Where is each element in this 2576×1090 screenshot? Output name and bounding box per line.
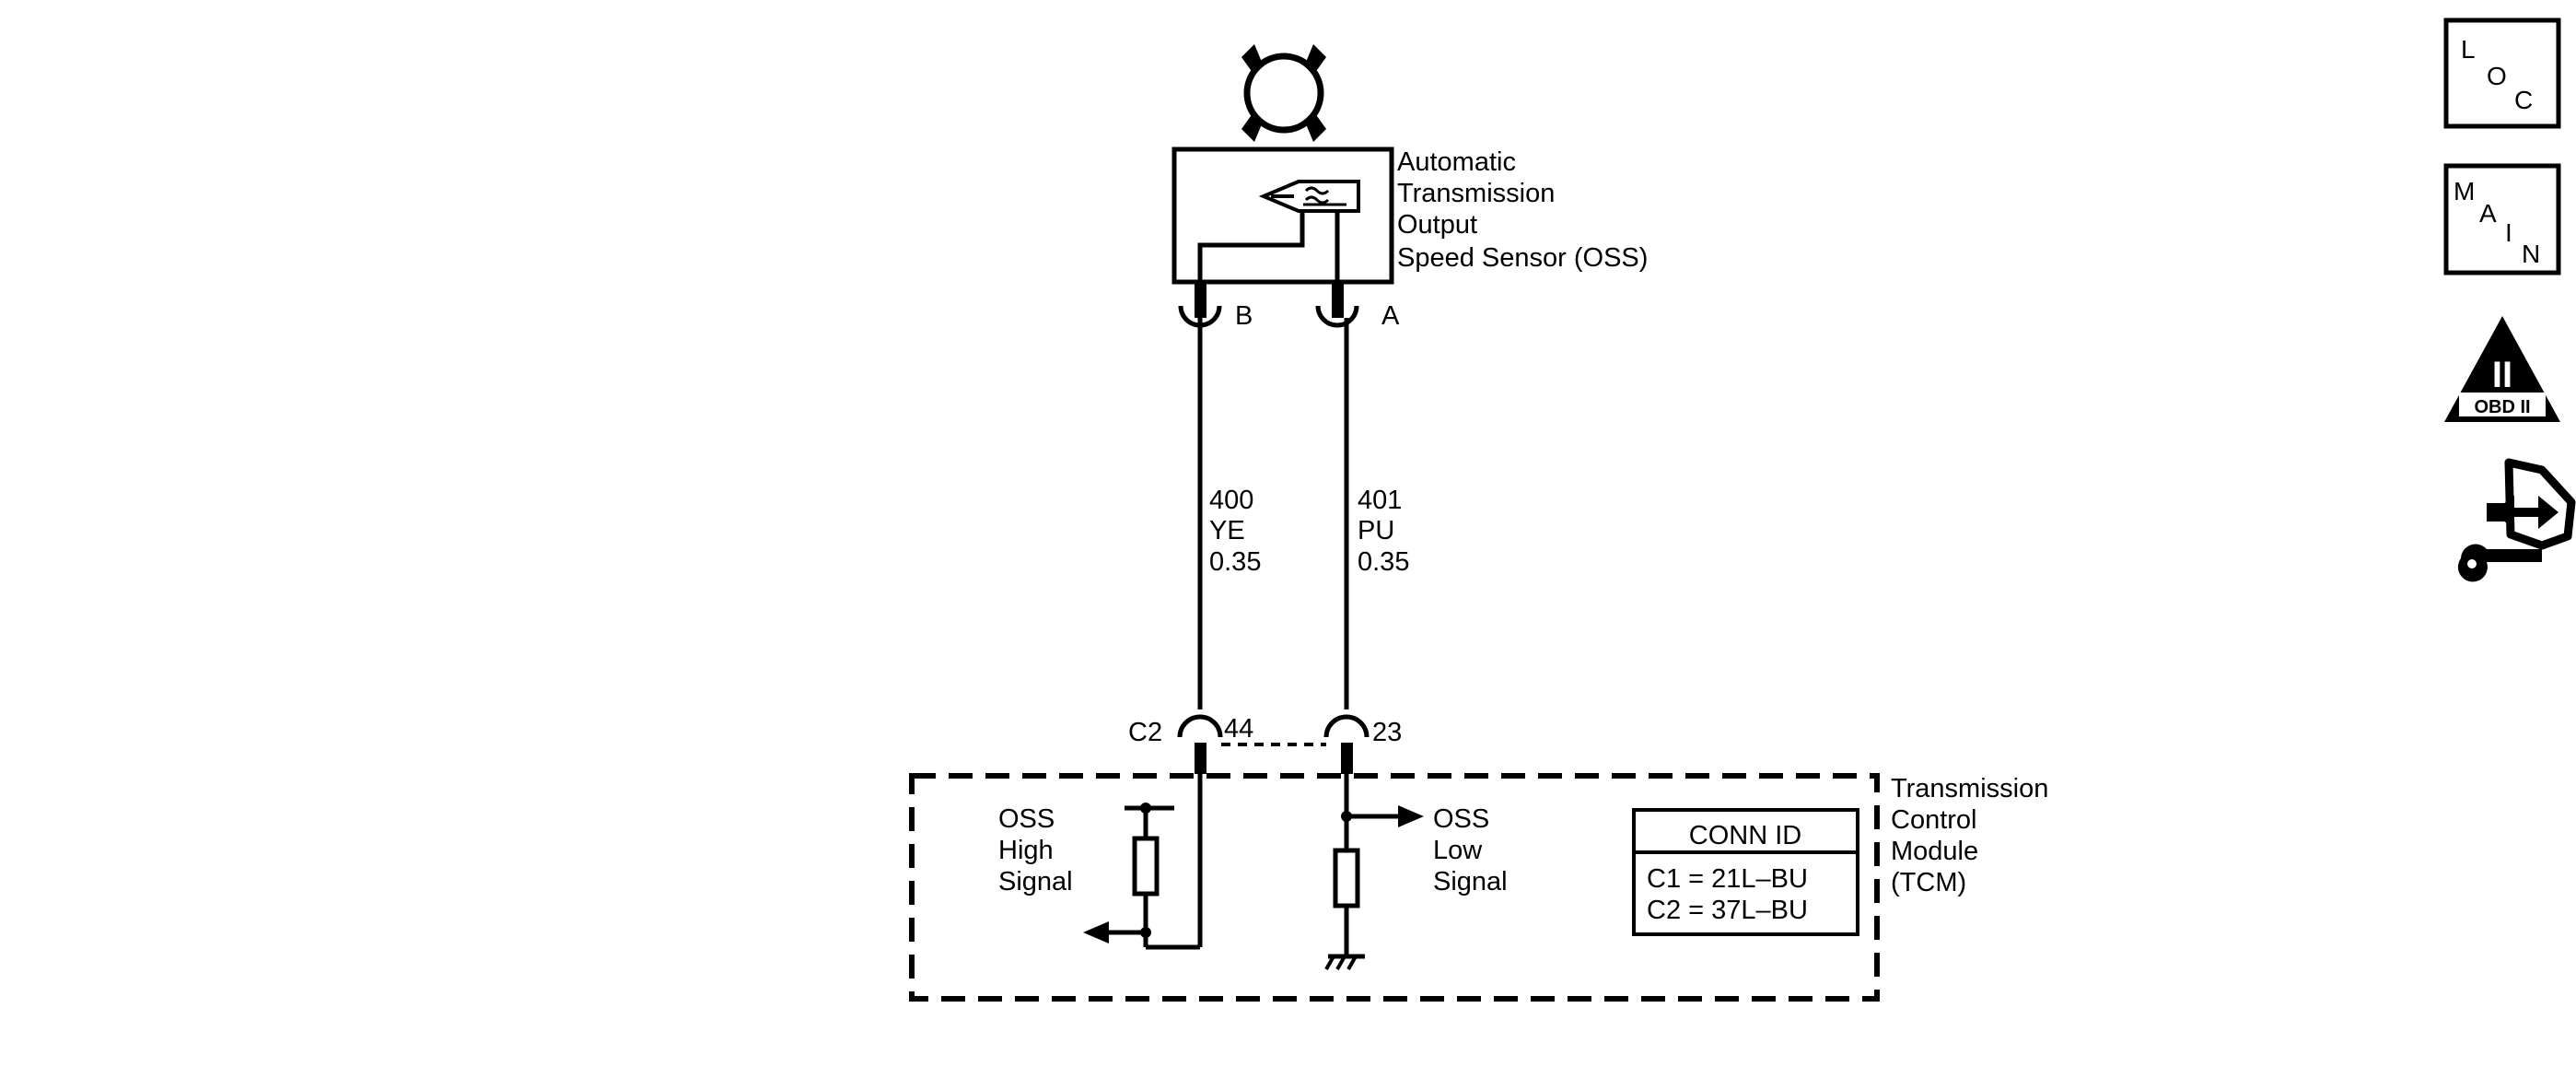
connector-pin-23 xyxy=(1323,714,1370,774)
connector-pin-44-label: 44 xyxy=(1224,714,1253,744)
loc-letter-l: L xyxy=(2461,35,2476,64)
connector-c2-label: C2 xyxy=(1128,718,1162,747)
wire-401-circuit: 401 xyxy=(1358,486,1402,515)
obd-ii-icon: II OBD II xyxy=(2444,316,2560,422)
oss-low-signal-line-2: Low xyxy=(1433,836,1483,865)
oss-high-signal-line-1: OSS xyxy=(998,804,1055,834)
sensor-symbol-icon xyxy=(1241,44,1326,142)
sensor-name-line-1: Automatic xyxy=(1397,147,1516,177)
main-button-icon: M A I N xyxy=(2454,177,2540,268)
conn-id-row-c1: C1 = 21L–BU xyxy=(1647,864,1808,894)
loc-button-icon: L O C xyxy=(2461,35,2533,114)
connector-pin-44 xyxy=(1177,714,1223,774)
sensor-pin-b-label: B xyxy=(1235,301,1253,331)
ground-icon xyxy=(1324,954,1365,970)
conn-id-row-c2: C2 = 37L–BU xyxy=(1647,896,1808,925)
oss-high-signal-circuit xyxy=(1083,774,1203,950)
loc-button[interactable]: L O C xyxy=(2443,18,2561,129)
tcm-module-boundary xyxy=(909,773,1880,1002)
conn-id-title: CONN ID xyxy=(1689,821,1801,850)
sensor-name-line-2: Transmission xyxy=(1397,179,1555,208)
main-letter-m: M xyxy=(2454,177,2475,205)
oss-high-signal-line-2: High xyxy=(998,836,1054,865)
wire-400-circuit: 400 xyxy=(1209,486,1253,515)
component-connector-icon xyxy=(2457,458,2576,582)
tcm-name-line-4: (TCM) xyxy=(1891,868,1966,897)
oss-high-signal-line-3: Signal xyxy=(998,867,1073,897)
oss-low-signal-line-3: Signal xyxy=(1433,867,1508,897)
obd-ii-button[interactable]: II OBD II xyxy=(2444,316,2560,422)
tcm-name-line-1: Transmission xyxy=(1891,774,2048,803)
conn-id-table xyxy=(1632,808,1859,936)
component-connector-button[interactable] xyxy=(2457,458,2576,582)
wire-400-gauge: 0.35 xyxy=(1209,547,1261,577)
loc-letter-o: O xyxy=(2487,62,2507,90)
tcm-name-line-2: Control xyxy=(1891,805,1977,835)
sensor-pin-a-label: A xyxy=(1381,301,1400,331)
main-letter-i: I xyxy=(2505,218,2512,247)
main-button[interactable]: M A I N xyxy=(2443,163,2561,275)
obd-ii-numeral: II xyxy=(2492,355,2512,395)
sensor-pin-a xyxy=(1315,281,1359,328)
connector-pin-23-label: 23 xyxy=(1372,718,1402,747)
oss-low-signal-circuit xyxy=(1324,774,1424,970)
speed-sensor-component xyxy=(1171,147,1394,297)
sensor-name-line-4: Speed Sensor (OSS) xyxy=(1397,243,1648,273)
main-letter-a: A xyxy=(2479,199,2497,228)
tcm-name-line-3: Module xyxy=(1891,837,1978,866)
wire-400-color: YE xyxy=(1209,516,1245,545)
oss-low-signal-line-1: OSS xyxy=(1433,804,1489,834)
obd-ii-label: OBD II xyxy=(2474,397,2530,417)
main-letter-n: N xyxy=(2522,240,2540,268)
wire-401-color: PU xyxy=(1358,516,1394,545)
sensor-element-icon xyxy=(1197,180,1360,297)
wire-401-gauge: 0.35 xyxy=(1358,547,1409,577)
sensor-name-line-3: Output xyxy=(1397,210,1477,240)
loc-letter-c: C xyxy=(2514,86,2533,114)
